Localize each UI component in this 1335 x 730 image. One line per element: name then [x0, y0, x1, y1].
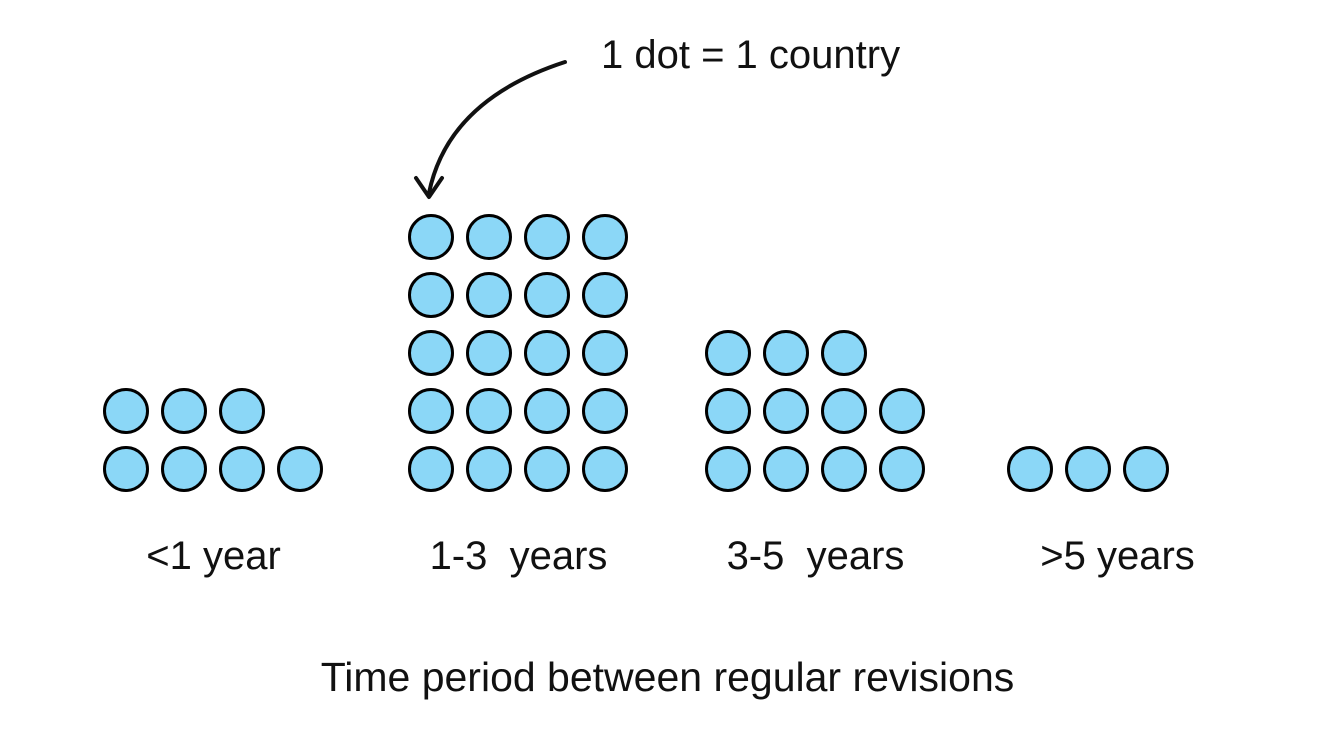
dot [466, 330, 512, 376]
dot [879, 446, 925, 492]
dot [161, 446, 207, 492]
dot [763, 330, 809, 376]
dot [219, 446, 265, 492]
dot [582, 388, 628, 434]
dot [219, 388, 265, 434]
dot-column-3 [705, 330, 926, 492]
dot [466, 446, 512, 492]
dot [408, 330, 454, 376]
dot-column-2 [408, 214, 629, 492]
dot [408, 272, 454, 318]
dot-row [705, 330, 926, 376]
dot [821, 388, 867, 434]
dot [821, 446, 867, 492]
dot [763, 388, 809, 434]
dot-row [103, 446, 324, 492]
dot [408, 446, 454, 492]
dot [879, 388, 925, 434]
legend-label: 1 dot = 1 country [601, 33, 901, 77]
dot [705, 388, 751, 434]
dot-row [705, 388, 926, 434]
dot-row [705, 446, 926, 492]
dot [582, 446, 628, 492]
dot-row [408, 272, 629, 318]
dot [408, 388, 454, 434]
dot [524, 330, 570, 376]
dot [466, 214, 512, 260]
dot-row [1007, 446, 1228, 492]
dot-row [408, 214, 629, 260]
legend-arrow-icon [414, 60, 567, 199]
category-label: 1-3 years [429, 534, 608, 578]
dot [277, 446, 323, 492]
dot [582, 272, 628, 318]
dot-row [408, 446, 629, 492]
dot [1065, 446, 1111, 492]
chart-title: Time period between regular revisions [320, 654, 1015, 700]
dot-row [103, 388, 324, 434]
dot [582, 330, 628, 376]
dot-column-4 [1007, 446, 1228, 492]
dot-row [408, 330, 629, 376]
category-label: 3-5 years [726, 534, 905, 578]
dot-column-1 [103, 388, 324, 492]
dot [408, 214, 454, 260]
dot [466, 388, 512, 434]
dot [705, 446, 751, 492]
category-label: <1 year [146, 534, 281, 578]
dot [103, 446, 149, 492]
dot [524, 388, 570, 434]
dot [524, 214, 570, 260]
dot [524, 446, 570, 492]
dot [763, 446, 809, 492]
dot-row [408, 388, 629, 434]
dot [1007, 446, 1053, 492]
dot [1123, 446, 1169, 492]
dot [705, 330, 751, 376]
dot [103, 388, 149, 434]
dot [524, 272, 570, 318]
dot [466, 272, 512, 318]
dot [161, 388, 207, 434]
category-label: >5 years [1040, 534, 1195, 578]
dot [582, 214, 628, 260]
dot [821, 330, 867, 376]
